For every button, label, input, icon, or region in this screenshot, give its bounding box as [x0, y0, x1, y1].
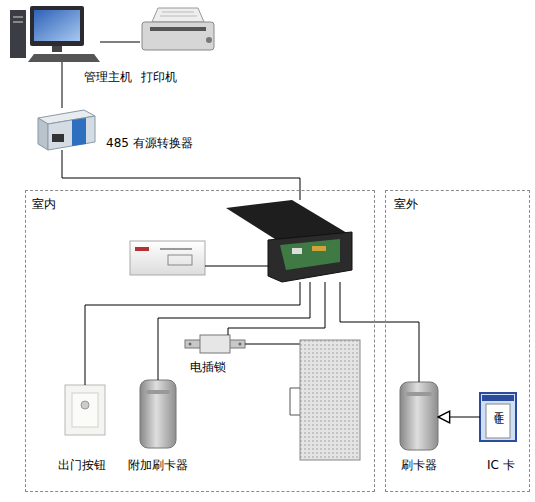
lock-block	[200, 335, 230, 353]
lock-node: 电插锁	[185, 335, 245, 353]
wire	[62, 62, 63, 108]
power-supply	[130, 241, 205, 275]
pc-stand	[52, 46, 62, 52]
printer-paper-line	[162, 12, 194, 13]
controller-node	[268, 200, 352, 282]
ic-card-band	[482, 395, 514, 401]
exit-button-node: 出门按钮	[65, 385, 105, 435]
printer-paper-line	[160, 16, 197, 17]
device-label: 485 有源转换器	[106, 136, 193, 150]
pc-keyboard	[28, 54, 100, 62]
device-label: 刷卡器	[401, 458, 437, 472]
controller-board	[280, 239, 340, 270]
controller-terminal	[312, 246, 326, 251]
printer-node: 打印机	[140, 5, 215, 53]
converter-port	[52, 134, 64, 142]
ic-card-node: 工作证IC 卡	[480, 393, 516, 441]
pc-tower	[10, 10, 26, 58]
computer-node: 管理主机	[10, 4, 100, 62]
printer-knob	[206, 37, 212, 43]
exit-button-face	[72, 393, 98, 427]
door-panel	[300, 340, 360, 460]
power-node	[130, 241, 205, 275]
wire	[228, 282, 325, 335]
controller-chip	[292, 248, 302, 254]
pc-monitor	[30, 6, 84, 46]
wire	[158, 282, 310, 380]
indoor-zone: 电插锁出门按钮附加刷卡器室内	[25, 190, 375, 492]
reader-window	[146, 390, 170, 394]
card-text: 工作证	[493, 404, 504, 407]
lock-screw	[189, 343, 192, 346]
device-label: 电插锁	[190, 360, 226, 374]
lock-door-wire	[245, 344, 300, 345]
pc-tower-slot	[13, 16, 23, 18]
converter-node: 485 有源转换器	[35, 108, 95, 150]
device-label: 管理主机	[84, 70, 132, 84]
printer-paper	[152, 8, 204, 22]
device-label: IC 卡	[487, 458, 515, 472]
printer-body	[142, 22, 214, 50]
lock-screw	[239, 343, 242, 346]
door-handle	[290, 388, 300, 415]
power-plate	[168, 255, 192, 265]
card-reader	[400, 382, 438, 450]
card-reader-node: 刷卡器	[400, 382, 438, 450]
controller-body	[268, 232, 352, 282]
power-logo	[135, 247, 149, 251]
power-mark	[160, 248, 192, 250]
converter-side	[38, 118, 48, 150]
arrow	[438, 417, 480, 418]
reader-window	[406, 392, 432, 396]
zone-title: 室外	[394, 197, 418, 211]
outdoor-zone: 刷卡器工作证IC 卡室外	[385, 190, 530, 492]
ic-card-window	[486, 404, 510, 438]
device-label: 打印机	[141, 70, 177, 84]
pc-tower-slot	[13, 21, 23, 23]
exit-button-plate	[65, 385, 105, 435]
wire	[85, 282, 300, 385]
wire	[100, 42, 140, 43]
wire	[62, 150, 300, 200]
ic-card	[480, 393, 516, 441]
converter-stripe	[72, 118, 86, 146]
device-label: 附加刷卡器	[128, 458, 188, 472]
exit-button-knob	[81, 401, 89, 409]
pc-screen	[34, 10, 80, 41]
zone-title: 室内	[32, 197, 56, 211]
printer-slot	[150, 27, 206, 31]
converter-front	[48, 116, 95, 150]
wire	[340, 282, 419, 382]
extra-reader-node: 附加刷卡器	[140, 380, 176, 448]
extra-reader	[140, 380, 176, 448]
device-label: 出门按钮	[58, 458, 106, 472]
wire	[205, 266, 268, 267]
